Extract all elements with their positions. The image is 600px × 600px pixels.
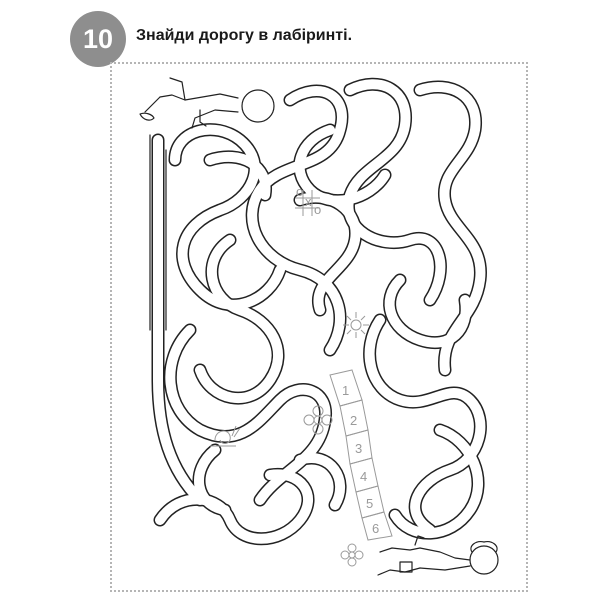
exercise-number-badge: 10 [70,11,126,67]
hopscotch-number: 6 [372,521,379,536]
girl-standing-icon [377,535,499,576]
maze-paths[interactable] [149,77,487,546]
sun-icon [343,312,369,338]
hopscotch-number: 2 [350,413,357,428]
exercise-instruction: Знайди дорогу в лабіринті. [136,27,353,44]
tic-tac-toe-icon: o x o [295,184,321,217]
svg-text:x: x [305,194,312,209]
hopscotch-icon: 1 2 3 4 5 6 [329,369,393,541]
hopscotch-number: 4 [360,469,367,484]
exercise-number: 10 [82,23,114,54]
flower-icon [303,405,364,567]
hopscotch-number: 3 [355,441,362,456]
dotted-frame [110,62,528,592]
boy-lying-icon [139,77,275,129]
svg-text:o: o [296,184,303,199]
hopscotch-number: 5 [366,496,373,511]
hopscotch-number: 1 [342,383,349,398]
svg-text:o: o [314,202,321,217]
snail-icon [210,425,241,447]
